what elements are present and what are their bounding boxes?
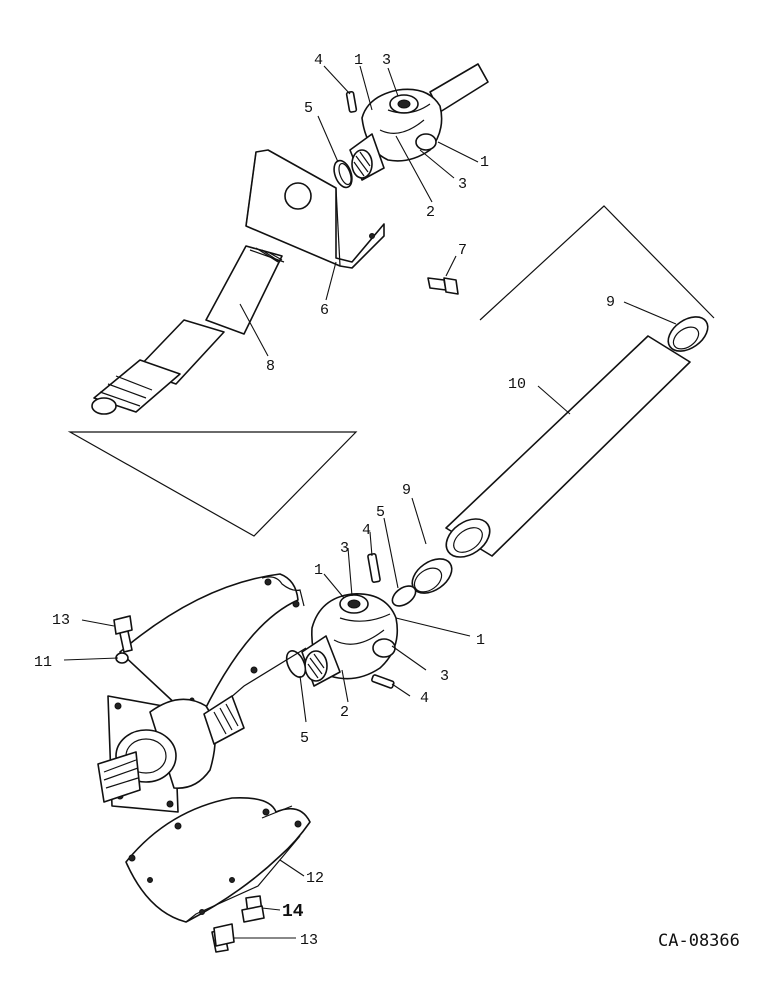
upper-universal-joint [349,88,443,181]
intermediate-shaft [91,245,285,415]
callout-2-top: 2 [426,204,435,221]
figure-reference: CA-08366 [658,931,740,951]
callout-5-mid: 5 [376,504,385,521]
callout-3-top-right: 3 [458,176,467,193]
upper-half-shield [115,573,307,729]
callout-4-top: 4 [314,52,323,69]
callout-8: 8 [266,358,275,375]
leader-lines [63,65,677,939]
callout-4-bot: 4 [420,690,429,707]
callout-12: 12 [306,870,324,887]
roll-pin-bottom [371,674,395,689]
callout-1-bot-right: 1 [476,632,485,649]
assembly-line-left [67,431,358,537]
callout-6: 6 [320,302,329,319]
callout-7: 7 [458,242,467,259]
callout-9-mid: 9 [402,482,411,499]
capscrew-13-top [113,615,133,653]
callout-1-top-right: 1 [480,154,489,171]
callout-1-bot: 1 [314,562,323,579]
roll-pin-mid [367,553,381,583]
callout-4-mid: 4 [362,522,371,539]
callout-3-bot: 3 [340,540,349,557]
callout-14: 14 [282,902,304,922]
snap-ring-mid [391,585,417,607]
callout-13-top: 13 [52,612,70,629]
capscrew-7 [427,277,459,295]
callout-9-top: 9 [606,294,615,311]
callout-13-bot: 13 [300,932,318,949]
callout-3-top: 3 [382,52,391,69]
shield-tube [445,335,691,558]
callout-3-bot-right: 3 [440,668,449,685]
callout-5-top: 5 [304,100,313,117]
lower-half-shield [125,796,311,923]
boot-ring-top [667,316,709,352]
gearbox-housing [97,695,245,813]
callout-labels: 4 1 3 5 1 3 2 7 6 8 9 10 9 5 4 3 1 13 1 … [34,52,615,949]
capscrew-13-bottom [211,923,235,953]
callout-11: 11 [34,654,52,671]
callout-10: 10 [508,376,526,393]
callout-5-bot: 5 [300,730,309,747]
callout-1-top: 1 [354,52,363,69]
assembly-line-right [479,205,715,321]
callout-2-bot: 2 [340,704,349,721]
roll-pin-top [345,90,358,113]
shield-bracket [245,149,385,269]
snap-ring-top [333,159,353,189]
lower-universal-joint [301,593,399,687]
capscrew-14 [241,895,265,923]
